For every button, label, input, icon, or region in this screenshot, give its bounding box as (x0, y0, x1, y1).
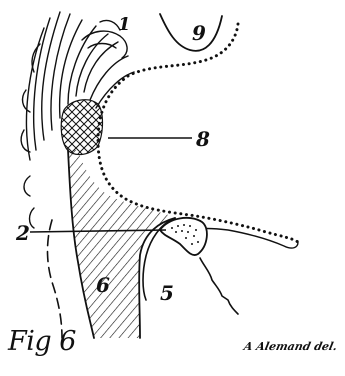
label-5: 5 (160, 281, 174, 305)
left-broken-edge (48, 220, 63, 338)
artist-signature: A Alemand del. (243, 340, 339, 353)
crosshatched-region (61, 100, 102, 155)
figure-caption: Fig 6 (8, 326, 76, 357)
cavity-9-outline (160, 14, 222, 51)
jagged-edge (200, 258, 238, 314)
label-1: 1 (118, 14, 131, 35)
stippled-nodule (160, 218, 207, 255)
label-6: 6 (96, 273, 110, 297)
hatched-mass-region (60, 140, 190, 340)
label-9: 9 (192, 21, 206, 45)
label-8: 8 (195, 127, 210, 151)
label-2: 2 (15, 221, 30, 245)
